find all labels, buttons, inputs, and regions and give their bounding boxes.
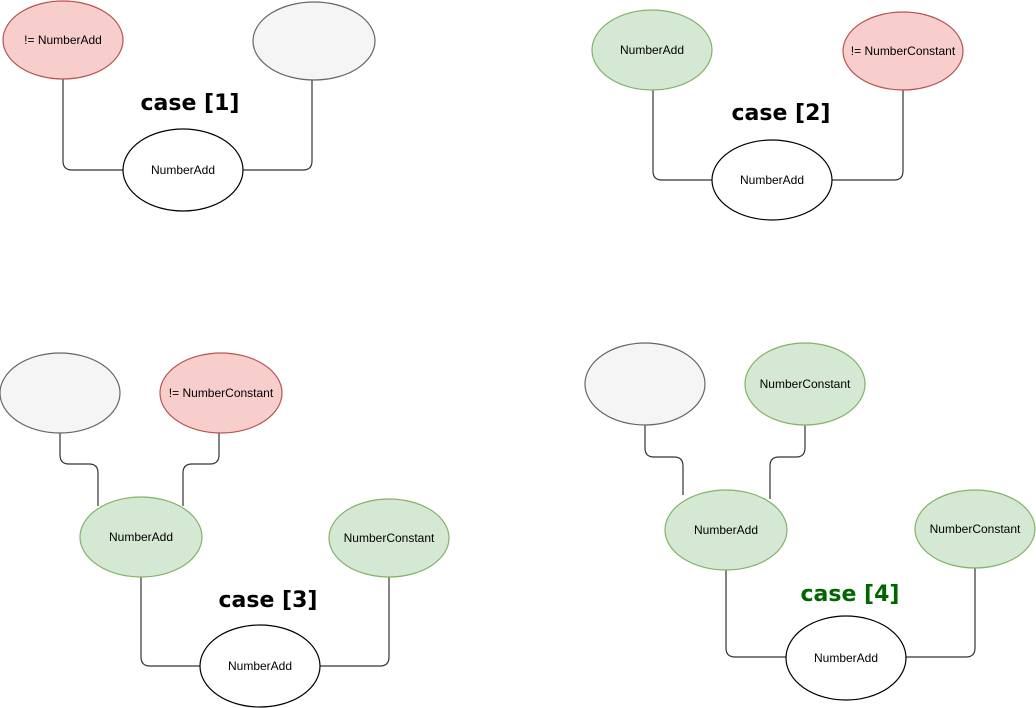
- case1-mismatch-ellipse: [2, 0, 124, 80]
- case4-edge-add-to-root: [725, 570, 786, 658]
- case3-edge-wildcard-to-add: [59, 433, 99, 506]
- case2-title: case [2]: [732, 101, 831, 126]
- case3-node-wildcard: [0, 352, 121, 434]
- case2-node-root: NumberAdd: [711, 139, 833, 221]
- case4-edge-wildcard-to-add: [644, 425, 684, 495]
- case4-numberadd-label: NumberAdd: [694, 523, 758, 537]
- case-4-group: NumberConstant NumberAdd NumberConstant …: [584, 342, 1036, 701]
- case4-node-rightconstant: NumberConstant: [914, 489, 1036, 569]
- case3-root-label: NumberAdd: [228, 659, 292, 673]
- case2-node-match: NumberAdd: [591, 9, 713, 91]
- case1-node-root: NumberAdd: [122, 128, 244, 212]
- case4-node-topconstant: NumberConstant: [744, 342, 866, 426]
- case4-node-numberadd: NumberAdd: [664, 489, 788, 571]
- case2-edge-right: [832, 89, 904, 181]
- case3-node-root: NumberAdd: [199, 624, 321, 708]
- case3-edge-mismatch-to-add: [182, 433, 220, 506]
- case3-mismatch-ellipse: [159, 352, 283, 434]
- case1-edge-left: [62, 78, 123, 171]
- case3-numberadd-ellipse: [79, 496, 203, 578]
- case-3-group: != NumberConstant NumberAdd NumberConsta…: [0, 352, 450, 708]
- case3-mismatch-label: != NumberConstant: [169, 386, 274, 400]
- case3-title: case [3]: [219, 588, 318, 613]
- case4-edge-topconst-to-add: [769, 425, 806, 499]
- case4-node-wildcard: [584, 342, 706, 426]
- case4-wildcard-ellipse: [584, 342, 706, 426]
- case3-numberconstant-ellipse: [328, 498, 450, 578]
- case3-root-ellipse: [199, 624, 321, 708]
- case4-title: case [4]: [801, 582, 900, 607]
- case2-match-ellipse: [591, 9, 713, 91]
- case2-root-ellipse: [711, 139, 833, 221]
- case3-edge-const-to-root: [320, 577, 390, 667]
- case3-node-mismatch: != NumberConstant: [159, 352, 283, 434]
- case1-node-wildcard: [252, 1, 376, 81]
- case-2-group: NumberAdd != NumberConstant NumberAdd ca…: [591, 9, 964, 221]
- case2-mismatch-ellipse: [842, 11, 964, 91]
- case2-edge-left: [652, 89, 712, 181]
- case4-edge-rightconst-to-root: [906, 568, 976, 658]
- case1-wildcard-ellipse: [252, 1, 376, 81]
- case-1-group: != NumberAdd NumberAdd case [1]: [2, 0, 376, 212]
- case3-edge-add-to-root: [140, 577, 200, 667]
- case3-numberconstant-label: NumberConstant: [344, 531, 435, 545]
- case3-numberadd-label: NumberAdd: [109, 530, 173, 544]
- case3-node-numberconstant: NumberConstant: [328, 498, 450, 578]
- case1-title: case [1]: [141, 91, 240, 116]
- case4-numberadd-ellipse: [664, 489, 788, 571]
- case4-root-ellipse: [785, 615, 907, 701]
- case1-mismatch-label: != NumberAdd: [24, 33, 102, 47]
- case2-node-mismatch: != NumberConstant: [842, 11, 964, 91]
- case3-wildcard-ellipse: [0, 352, 121, 434]
- case1-edge-right: [243, 79, 313, 171]
- case4-root-label: NumberAdd: [814, 651, 878, 665]
- case2-root-label: NumberAdd: [740, 173, 804, 187]
- case1-root-label: NumberAdd: [151, 163, 215, 177]
- case4-topconstant-label: NumberConstant: [760, 377, 851, 391]
- case1-node-mismatch: != NumberAdd: [2, 0, 124, 80]
- case2-mismatch-label: != NumberConstant: [851, 44, 956, 58]
- case1-root-ellipse: [122, 128, 244, 212]
- case2-match-label: NumberAdd: [620, 43, 684, 57]
- case4-rightconstant-ellipse: [914, 489, 1036, 569]
- case3-node-numberadd: NumberAdd: [79, 496, 203, 578]
- case4-rightconstant-label: NumberConstant: [930, 522, 1021, 536]
- case4-topconstant-ellipse: [744, 342, 866, 426]
- case4-node-root: NumberAdd: [785, 615, 907, 701]
